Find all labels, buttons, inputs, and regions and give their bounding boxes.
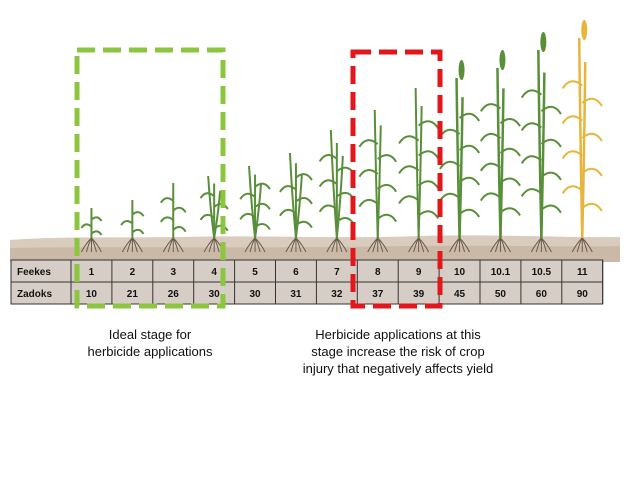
- table-cell: 10: [454, 267, 466, 278]
- table-cell: 1: [89, 267, 95, 278]
- risk-stage-caption: Herbicide applications at this stage inc…: [278, 326, 518, 377]
- table-cell: 39: [413, 289, 425, 300]
- soil-strip-shadow: [10, 245, 620, 262]
- table-cell: 30: [249, 289, 261, 300]
- table-cell: 9: [416, 267, 422, 278]
- table-cell: 26: [168, 289, 180, 300]
- table-cell: 50: [495, 289, 507, 300]
- wheat-plant-icon: [239, 165, 271, 253]
- table-cell: 45: [454, 289, 466, 300]
- table-cell: 10: [86, 289, 98, 300]
- table-cell: 11: [577, 267, 588, 278]
- ideal-stage-caption: Ideal stage for herbicide applications: [60, 326, 240, 360]
- table-cell: 5: [252, 267, 258, 278]
- caption-line: injury that negatively affects yield: [302, 361, 494, 376]
- table-cell: 10.1: [491, 267, 511, 278]
- wheat-plant-icon: [199, 175, 229, 253]
- wheat-plant-icon: [279, 152, 313, 253]
- wheat-plant-icon: [398, 87, 440, 253]
- table-cell: 6: [293, 267, 299, 278]
- mature-wheat-icon: [561, 20, 603, 253]
- caption-line: Herbicide applications at this: [315, 327, 481, 342]
- wheat-plant-icon: [120, 200, 145, 253]
- wheat-plant-icon: [520, 32, 562, 253]
- wheat-plant-icon: [358, 109, 398, 253]
- table-cell: 90: [577, 289, 589, 300]
- table-cell: 2: [130, 267, 136, 278]
- table-row-label: Feekes: [17, 267, 51, 278]
- table-cell: 4: [211, 267, 217, 278]
- wheat-plant-icon: [479, 50, 521, 253]
- table-cell: 21: [127, 289, 139, 300]
- table-row-label: Zadoks: [17, 289, 52, 300]
- table-cell: 8: [375, 267, 381, 278]
- table-cell: 37: [372, 289, 384, 300]
- table-cell: 3: [170, 267, 176, 278]
- risk-stage-box: [350, 49, 443, 309]
- caption-line: herbicide applications: [87, 344, 213, 359]
- table-cell: 30: [209, 289, 221, 300]
- table-cell: 60: [536, 289, 548, 300]
- wheat-plant-icon: [439, 60, 481, 253]
- wheat-plant-icon: [159, 183, 187, 253]
- wheat-plant-icon: [318, 129, 355, 253]
- table-cell: 10.5: [532, 267, 552, 278]
- table-cell: 31: [290, 289, 302, 300]
- wheat-plant-icon: [80, 208, 103, 253]
- caption-line: stage increase the risk of crop: [311, 344, 485, 359]
- ideal-stage-box: [74, 47, 226, 309]
- table-cell: 32: [331, 289, 343, 300]
- wheat-plant-row: [80, 20, 603, 253]
- table-cell: 7: [334, 267, 340, 278]
- caption-line: Ideal stage for: [108, 327, 192, 342]
